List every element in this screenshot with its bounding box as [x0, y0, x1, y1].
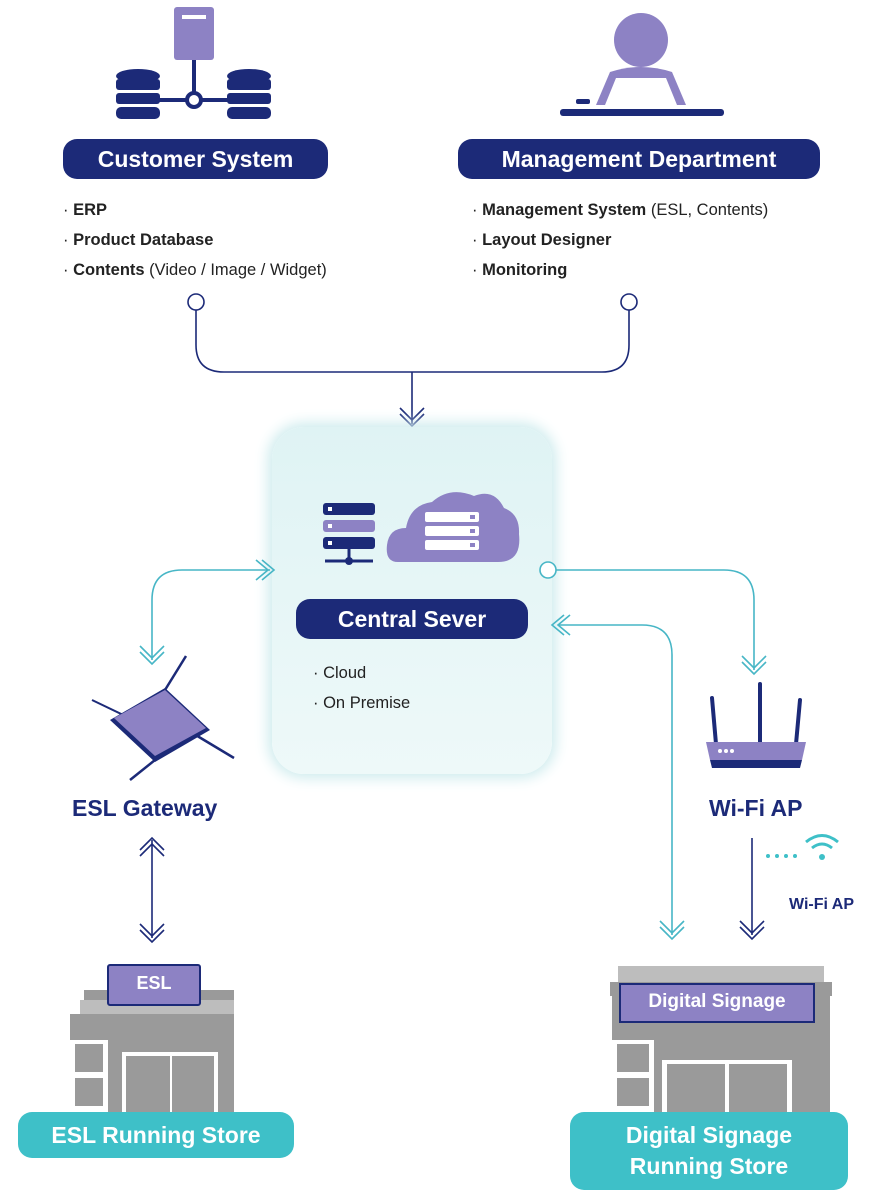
customer-system-list: ERP Product Database Contents (Video / I… — [63, 195, 327, 285]
gateway-store-connector — [139, 836, 165, 944]
wifi-connector — [556, 569, 767, 676]
top-connector — [195, 309, 630, 428]
gateway-connector — [139, 559, 276, 666]
esl-running-store-label: ESL Running Store — [18, 1112, 294, 1158]
customer-system-title: Customer System — [63, 139, 328, 179]
list-item: Management System (ESL, Contents) — [472, 195, 768, 225]
wifi-signal-label: Wi-Fi AP — [789, 896, 855, 913]
store-label-line: Running Store — [629, 1153, 789, 1179]
list-item: Cloud — [313, 658, 410, 688]
list-item: On Premise — [313, 688, 410, 718]
wifi-store-connector — [739, 838, 765, 941]
store-label-line: Digital Signage — [625, 1122, 793, 1148]
management-connector-node — [620, 293, 638, 311]
cloud-server-icon — [386, 492, 520, 562]
esl-sign-text: ESL — [136, 973, 172, 993]
customer-connector-node — [187, 293, 205, 311]
esl-gateway-label: ESL Gateway — [72, 795, 218, 821]
server-rack-icon — [323, 503, 375, 565]
management-department-list: Management System (ESL, Contents) Layout… — [472, 195, 768, 285]
management-department-title: Management Department — [458, 139, 820, 179]
list-item: Product Database — [63, 225, 327, 255]
wifi-signal-icon — [766, 834, 839, 860]
server-out-node — [539, 561, 557, 579]
list-item: Contents (Video / Image / Widget) — [63, 255, 327, 285]
esl-gateway-device-icon — [91, 655, 235, 781]
list-item: Layout Designer — [472, 225, 768, 255]
central-server-list: Cloud On Premise — [313, 658, 410, 718]
central-server-title: Central Sever — [296, 599, 528, 639]
wifi-router-icon — [706, 682, 806, 768]
digital-signage-running-store-label: Digital Signage Running Store — [570, 1112, 848, 1190]
wifi-ap-label: Wi-Fi AP — [709, 795, 803, 821]
digital-signage-sign-text: Digital Signage — [648, 991, 786, 1012]
signage-server-connector — [550, 614, 685, 941]
database-server-icon — [116, 7, 271, 119]
list-item: Monitoring — [472, 255, 768, 285]
person-at-desk-icon — [560, 13, 724, 116]
list-item: ERP — [63, 195, 327, 225]
